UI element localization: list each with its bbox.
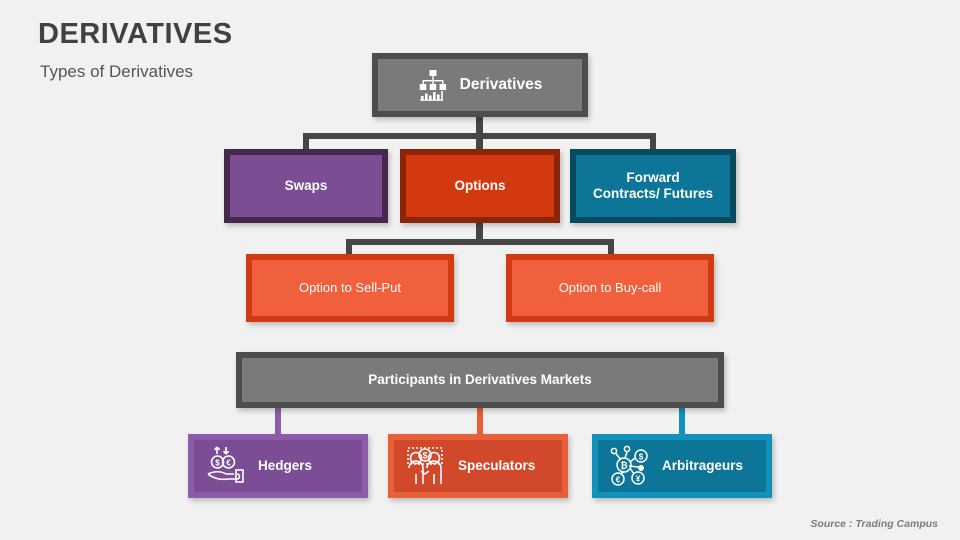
node-label: Swaps [284,178,328,194]
node-swaps[interactable]: Swaps [224,149,388,223]
node-label: Participants in Derivatives Markets [368,372,592,388]
connector-root-stem [476,117,483,139]
svg-text:₿: ₿ [620,461,627,471]
svg-text:$: $ [215,459,220,468]
node-hedgers[interactable]: $ € Hedgers [188,434,368,498]
node-options[interactable]: Options [400,149,560,223]
node-label: Option to Buy-call [558,279,662,295]
node-label: Arbitrageurs [662,458,744,474]
connector-drop-sell-put [346,239,352,257]
node-label: Option to Sell-Put [299,279,401,295]
currency-network-icon: ₿ $ € ¥ [608,444,654,488]
node-forward-contracts-futures[interactable]: Forward Contracts/ Futures [570,149,736,223]
source-credit: Source : Trading Campus [810,518,938,530]
node-label: Speculators [458,458,536,474]
svg-text:€: € [226,459,231,468]
node-label-line1: Forward [626,170,680,186]
svg-text:¥: ¥ [636,475,641,484]
connector-drop-speculators [477,408,483,436]
svg-text:$: $ [639,453,644,462]
node-option-to-sell-put[interactable]: Option to Sell-Put [246,254,454,322]
connector-drop-buy-call [608,239,614,257]
hand-currency-arrows-icon: $ € [204,444,250,488]
node-arbitrageurs[interactable]: ₿ $ € ¥ Arbitrageurs [592,434,772,498]
connector-drop-swaps [303,133,309,151]
node-label-line2: Contracts/ Futures [592,186,714,201]
page-title: DERIVATIVES [38,18,233,50]
node-participants-in-derivatives-markets[interactable]: Participants in Derivatives Markets [236,352,724,408]
connector-drop-forward [650,133,656,151]
node-speculators[interactable]: $ Speculators [388,434,568,498]
page-subtitle: Types of Derivatives [40,62,194,81]
connector-drop-options [476,133,483,151]
connector-drop-arbitrageurs [679,408,685,436]
node-label: Options [454,178,506,194]
node-derivatives[interactable]: Derivatives [372,53,588,117]
connector-options-stem [476,223,483,245]
connector-drop-hedgers [275,408,281,436]
org-chart-bars-icon [418,69,448,101]
svg-text:€: € [616,476,621,485]
two-people-dollar-icon: $ [404,444,450,488]
node-label: Derivatives [459,76,543,94]
connector-options-bar [346,239,614,245]
node-label: Forward Contracts/ Futures [593,170,713,201]
node-label: Hedgers [258,458,313,474]
node-option-to-buy-call[interactable]: Option to Buy-call [506,254,714,322]
svg-text:$: $ [422,451,427,461]
